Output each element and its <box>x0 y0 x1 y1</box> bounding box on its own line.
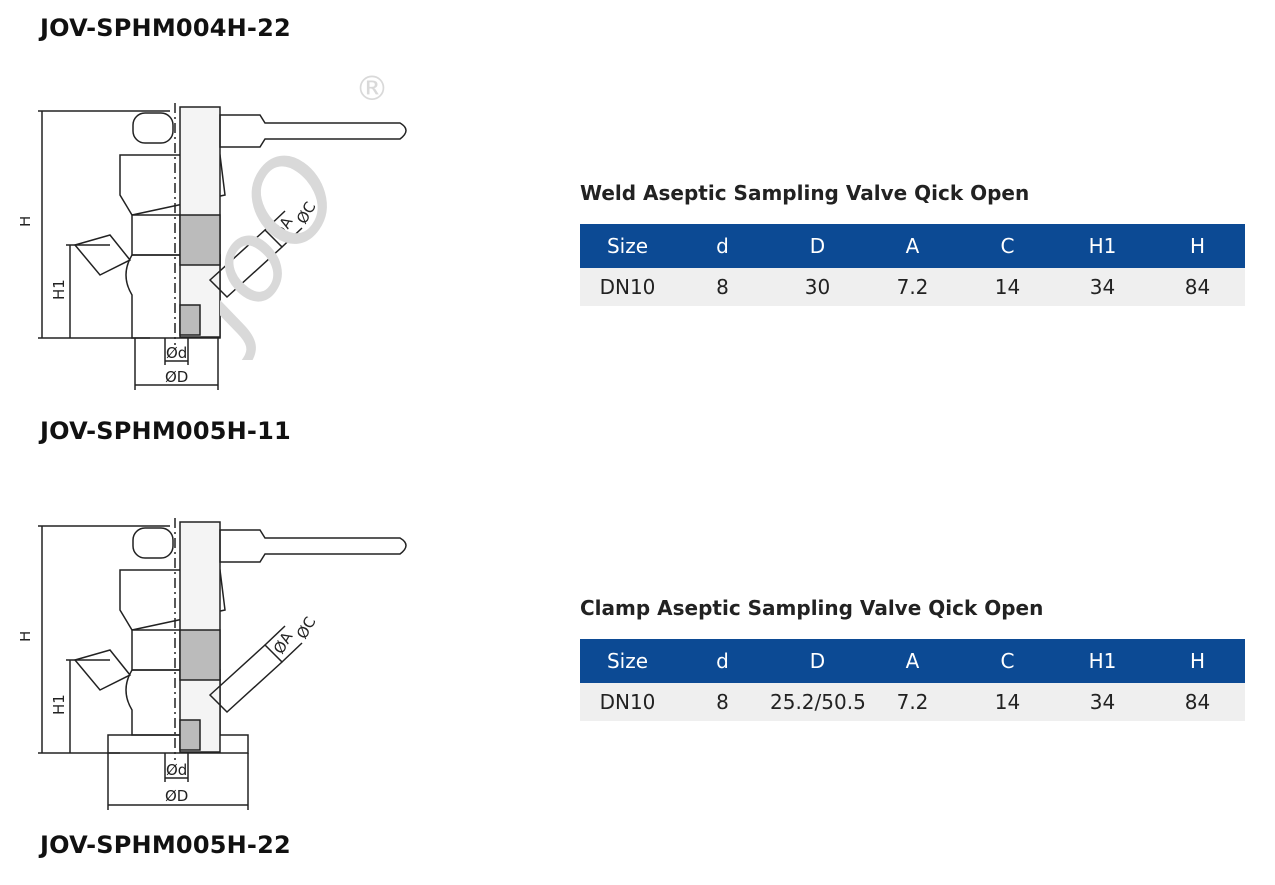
table-cell: 84 <box>1150 683 1245 721</box>
column-header: d <box>675 224 770 268</box>
column-header: d <box>675 639 770 683</box>
dim-label-d: Ød <box>166 761 187 779</box>
table-cell: 25.2/50.5 <box>770 683 866 721</box>
table-cell: DN10 <box>580 683 675 721</box>
dim-label-H: H <box>20 216 34 227</box>
dim-label-D: ØD <box>165 368 188 386</box>
dim-label-H: H <box>20 631 34 642</box>
dim-label-D: ØD <box>165 787 188 805</box>
column-header: D <box>770 224 865 268</box>
column-header: D <box>770 639 865 683</box>
table-cell: 14 <box>960 683 1055 721</box>
table-cell: DN10 <box>580 268 675 306</box>
table-cell: 7.2 <box>865 268 960 306</box>
dim-label-C: ØC <box>293 614 320 642</box>
model-title: JOV-SPHM004H-22 <box>40 14 291 42</box>
model-title: JOV-SPHM005H-11 <box>40 417 291 445</box>
table-cell: 7.2 <box>865 683 960 721</box>
table-row: DN10 8 30 7.2 14 34 84 <box>580 268 1245 306</box>
table-cell: 14 <box>960 268 1055 306</box>
dim-label-H1: H1 <box>50 279 68 300</box>
table-header-row: Size d D A C H1 H <box>580 224 1245 268</box>
valve-drawing-weld: H H1 Ød ØD ØA ØC <box>20 103 407 390</box>
dim-label-H1: H1 <box>50 694 68 715</box>
table-title: Clamp Aseptic Sampling Valve Qick Open <box>580 596 1044 620</box>
table-cell: 34 <box>1055 683 1150 721</box>
model-title: JOV-SPHM005H-22 <box>40 831 291 859</box>
table-cell: 8 <box>675 268 770 306</box>
column-header: H1 <box>1055 224 1150 268</box>
column-header: Size <box>580 639 675 683</box>
column-header: Size <box>580 224 675 268</box>
valve-drawing-clamp: H H1 Ød ØD ØA ØC <box>20 518 407 810</box>
column-header: C <box>960 224 1055 268</box>
table-row: DN10 8 25.2/50.5 7.2 14 34 84 <box>580 683 1245 721</box>
column-header: A <box>865 639 960 683</box>
column-header: H <box>1150 639 1245 683</box>
table-cell: 84 <box>1150 268 1245 306</box>
column-header: H1 <box>1055 639 1150 683</box>
spec-table: Size d D A C H1 H DN10 8 30 7.2 14 34 84 <box>580 224 1245 306</box>
column-header: C <box>960 639 1055 683</box>
column-header: A <box>865 224 960 268</box>
dim-label-d: Ød <box>166 344 187 362</box>
table-cell: 30 <box>770 268 865 306</box>
table-header-row: Size d D A C H1 H <box>580 639 1245 683</box>
table-cell: 34 <box>1055 268 1150 306</box>
dim-label-C: ØC <box>293 199 320 227</box>
spec-table: Size d D A C H1 H DN10 8 25.2/50.5 7.2 1… <box>580 639 1245 721</box>
column-header: H <box>1150 224 1245 268</box>
table-title: Weld Aseptic Sampling Valve Qick Open <box>580 181 1030 205</box>
table-cell: 8 <box>675 683 770 721</box>
